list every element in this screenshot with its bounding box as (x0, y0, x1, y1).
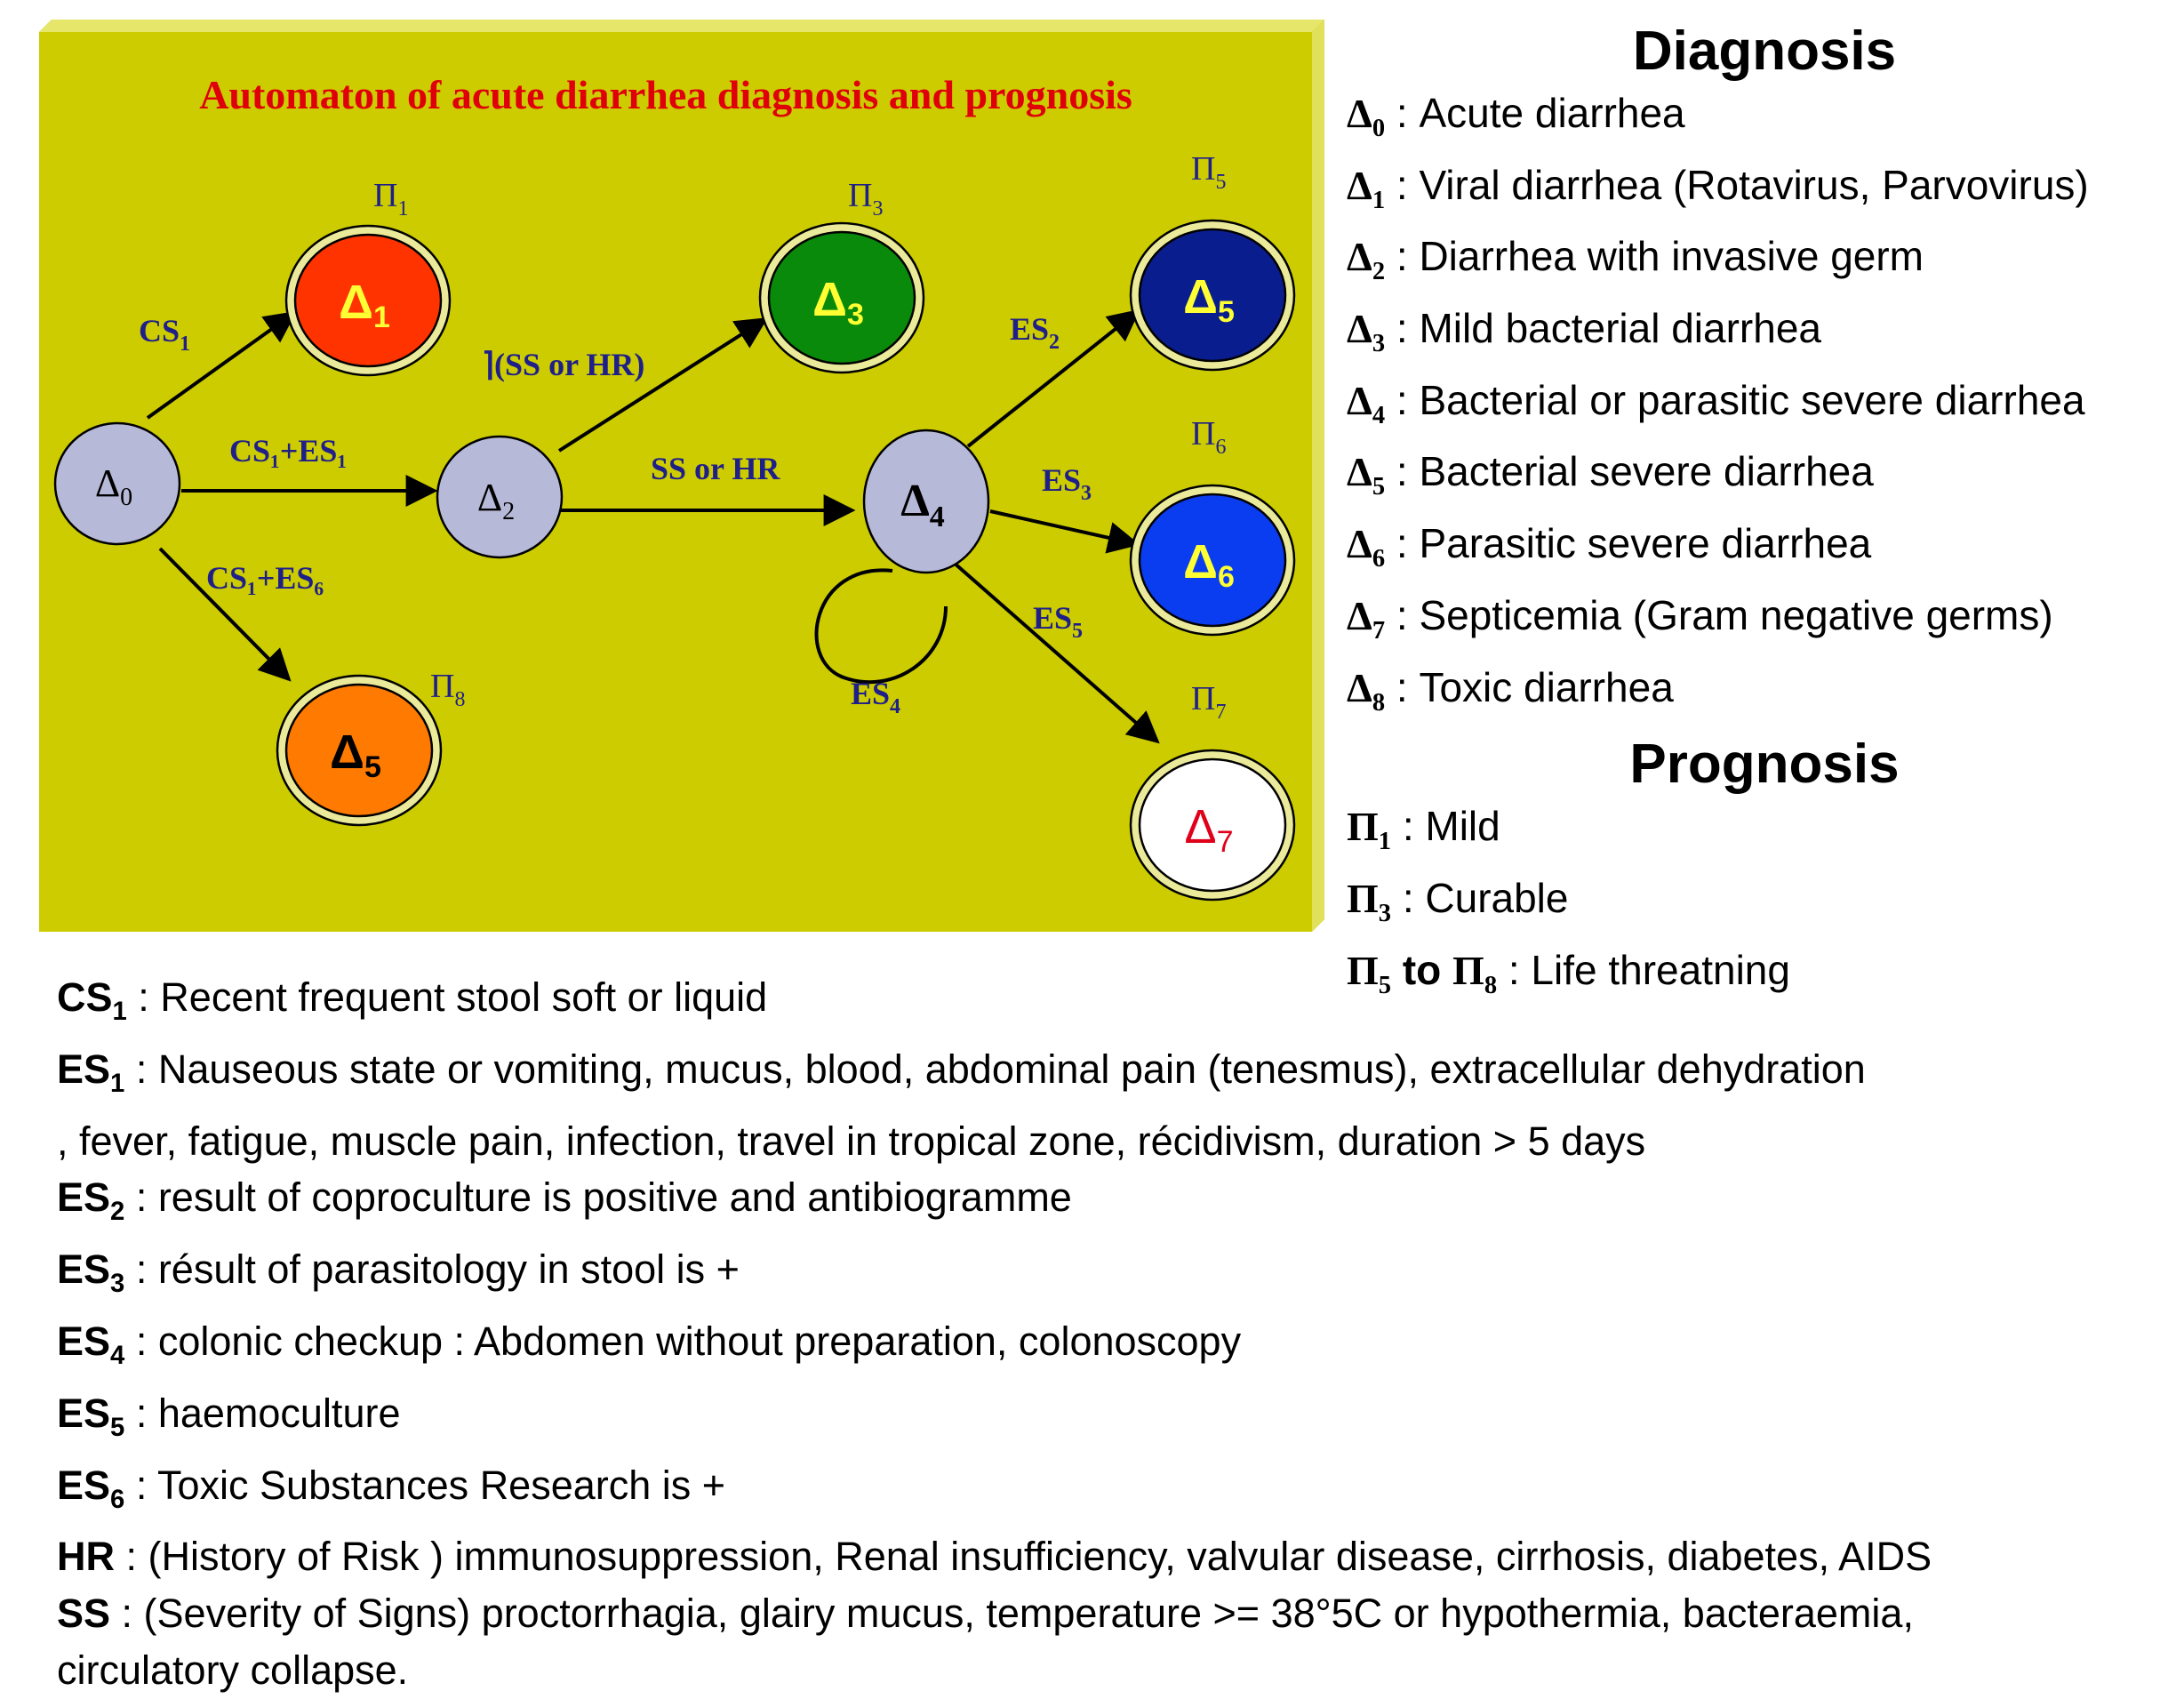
node-label-delta-4: Δ4 (900, 476, 945, 533)
definition-continuation: circulatory collapse. (57, 1647, 409, 1693)
definition-item: SS : (Severity of Signs) proctorrhagia, … (57, 1591, 1914, 1637)
node-delta-2 (436, 435, 564, 559)
edge-label-es4: ES4 (851, 676, 900, 718)
node-label-delta-6: Δ6 (1183, 535, 1235, 594)
definition-item: ES1 : Nauseous state or vomiting, mucus,… (57, 1046, 1866, 1098)
diagnosis-item: Δ4 : Bacterial or parasitic severe diarr… (1347, 376, 2085, 429)
definition-item: ES2 : result of coproculture is positive… (57, 1174, 1072, 1227)
prognosis-item: Π3 : Curable (1347, 874, 1569, 928)
node-label-delta-3: Δ3 (812, 273, 864, 332)
definition-item: ES3 : résult of parasitology in stool is… (57, 1246, 740, 1299)
edge-d0-d5b (158, 547, 292, 682)
node-delta-3 (767, 230, 916, 365)
definition-item: ES6 : Toxic Substances Research is + (57, 1462, 726, 1514)
edge-d4-d6 (989, 509, 1140, 554)
edge-label-es3: ES3 (1042, 462, 1092, 505)
diagram-title: Automaton of acute diarrhea diagnosis an… (199, 72, 1132, 117)
node-label-delta-5-bottom: Δ5 (330, 725, 381, 784)
node-label-delta-1: Δ1 (339, 276, 390, 334)
edge-d4-self-loop (814, 568, 948, 685)
diagnosis-item: Δ5 : Bacterial severe diarrhea (1347, 448, 1874, 501)
node-delta-6 (1138, 493, 1287, 628)
node-label-delta-2: Δ2 (477, 476, 515, 525)
edge-label-cs1: CS1 (139, 313, 190, 356)
edge-label-cs1-es1: CS₁+ES₁ (229, 433, 347, 469)
definition-item: ES4 : colonic checkup : Abdomen without … (57, 1318, 1242, 1370)
diagnosis-item: Δ7 : Septicemia (Gram negative germs) (1347, 591, 2053, 645)
diagnosis-heading: Diagnosis (1632, 20, 1897, 82)
edge-d2-d3 (557, 317, 769, 453)
definition-item: ES5 : haemoculture (57, 1390, 401, 1442)
node-delta-4 (862, 429, 990, 574)
panel-edge (1312, 20, 1324, 932)
edge-d0-d1 (146, 310, 297, 420)
prognosis-label-pi-3: Π3 (848, 177, 883, 220)
prognosis-label-pi-8: Π8 (430, 668, 465, 711)
node-delta-5-bottom (284, 683, 434, 818)
diagnosis-item: Δ2 : Diarrhea with invasive germ (1347, 233, 1924, 286)
edge-d4-d7 (951, 560, 1160, 744)
node-delta-1 (293, 233, 443, 368)
definition-item: HR : (History of Risk ) immunosuppressio… (57, 1534, 1932, 1580)
automaton-svg: Automaton of acute diarrhea diagnosis an… (39, 20, 1324, 932)
definitions-list: CS1 : Recent frequent stool soft or liqu… (57, 969, 2172, 1699)
edge-label-ss-hr: SS or HR (651, 451, 780, 486)
edge-label-not-ss-hr: ⌉(SS or HR) (482, 347, 644, 382)
prognosis-item: Π5 to Π8 : Life threatning (1347, 946, 1790, 999)
edge-label-es5: ES5 (1033, 600, 1083, 643)
prognosis-item: Π1 : Mild (1347, 803, 1500, 856)
prognosis-label-pi-7: Π7 (1191, 680, 1226, 724)
automaton-diagram: Automaton of acute diarrhea diagnosis an… (39, 20, 1324, 932)
node-label-delta-0: Δ0 (95, 461, 132, 511)
panel-top-edge (39, 20, 1324, 32)
prognosis-label-pi-6: Π6 (1191, 415, 1226, 459)
legend-panel: Diagnosis Δ0 : Acute diarrhea Δ1 : Viral… (1347, 18, 2182, 1014)
diagnosis-item: Δ3 : Mild bacterial diarrhea (1347, 305, 1821, 358)
definition-continuation: , fever, fatigue, muscle pain, infection… (57, 1118, 1646, 1164)
edge-d4-d5a (966, 309, 1140, 448)
diagnosis-item: Δ8 : Toxic diarrhea (1347, 663, 1674, 717)
edge-label-es2: ES2 (1010, 311, 1060, 354)
prognosis-label-pi-1: Π1 (373, 177, 408, 220)
definition-item: CS1 : Recent frequent stool soft or liqu… (57, 974, 768, 1026)
diagnosis-item: Δ0 : Acute diarrhea (1347, 90, 1685, 143)
node-delta-5-top (1138, 228, 1287, 363)
diagnosis-item: Δ6 : Parasitic severe diarrhea (1347, 520, 1872, 573)
node-delta-0 (53, 421, 181, 546)
node-label-delta-5-top: Δ5 (1183, 270, 1235, 329)
prognosis-heading: Prognosis (1629, 733, 1900, 796)
panel-face (39, 32, 1312, 932)
node-delta-7 (1138, 757, 1287, 893)
diagnosis-item: Δ1 : Viral diarrhea (Rotavirus, Parvovir… (1347, 161, 2089, 214)
prognosis-label-pi-5: Π5 (1191, 150, 1226, 194)
edge-label-cs1-es6: CS₁+ES₆ (206, 560, 324, 596)
node-label-delta-7: Δ7 (1185, 800, 1234, 859)
